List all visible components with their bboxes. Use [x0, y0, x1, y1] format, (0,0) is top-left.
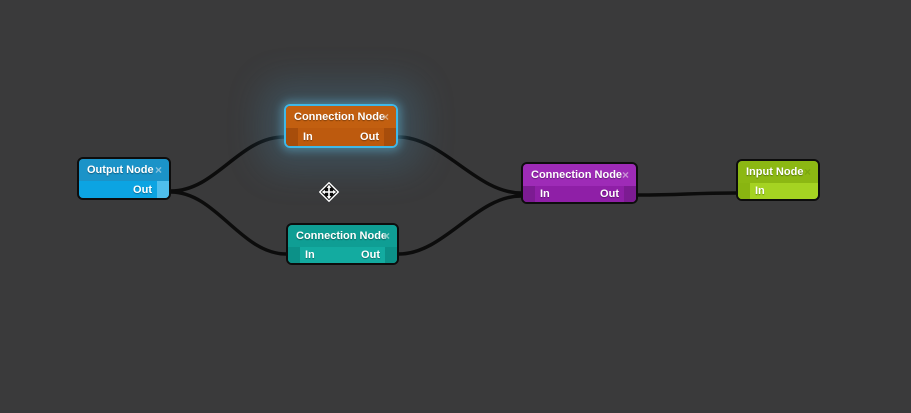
close-icon[interactable]: × [621, 168, 629, 182]
port-label-in: In [303, 131, 313, 143]
close-icon[interactable]: × [803, 165, 811, 179]
move-cursor-icon [319, 182, 339, 202]
port-label-out: Out [133, 183, 152, 196]
port-label-in: In [305, 249, 315, 261]
port-out[interactable] [385, 247, 397, 263]
node-title: Connection Node [294, 111, 386, 123]
node-title: Connection Node [531, 169, 623, 181]
port-in[interactable] [286, 128, 298, 146]
node-body: In Out [286, 128, 396, 146]
port-label-out: Out [600, 188, 619, 200]
port-label-out: Out [361, 249, 380, 261]
node-body: In Out [288, 247, 397, 263]
connection-wire[interactable] [397, 194, 523, 256]
node-header[interactable]: Input Node × [738, 161, 818, 183]
port-label-out: Out [360, 131, 379, 143]
node-body: Out [79, 181, 169, 198]
node-header[interactable]: Connection Node × [288, 225, 397, 247]
node-body: In [738, 183, 818, 199]
port-label-in: In [540, 188, 550, 200]
port-in[interactable] [288, 247, 300, 263]
node-header[interactable]: Output Node × [79, 159, 169, 181]
node-body: In Out [523, 186, 636, 202]
connection-wire[interactable] [636, 191, 738, 197]
node-header[interactable]: Connection Node × [286, 106, 396, 128]
node-title: Output Node [87, 164, 154, 176]
port-label-in: In [755, 185, 765, 197]
node-input[interactable]: Input Node × In [736, 159, 820, 201]
connection-wire[interactable] [169, 135, 286, 193]
node-connection-bottom[interactable]: Connection Node × In Out [286, 223, 399, 265]
close-icon[interactable]: × [154, 163, 162, 177]
connection-wire[interactable] [396, 135, 523, 195]
port-out[interactable] [624, 186, 636, 202]
node-output[interactable]: Output Node × Out [77, 157, 171, 200]
port-out[interactable] [157, 181, 169, 198]
node-title: Input Node [746, 166, 804, 178]
connection-wire[interactable] [169, 190, 288, 256]
port-out[interactable] [384, 128, 396, 146]
close-icon[interactable]: × [382, 229, 390, 243]
port-in[interactable] [738, 183, 750, 199]
node-header[interactable]: Connection Node × [523, 164, 636, 186]
node-title: Connection Node [296, 230, 388, 242]
node-connection-top[interactable]: Connection Node × In Out [284, 104, 398, 148]
port-in[interactable] [523, 186, 535, 202]
close-icon[interactable]: × [381, 110, 389, 124]
node-connection-right[interactable]: Connection Node × In Out [521, 162, 638, 204]
